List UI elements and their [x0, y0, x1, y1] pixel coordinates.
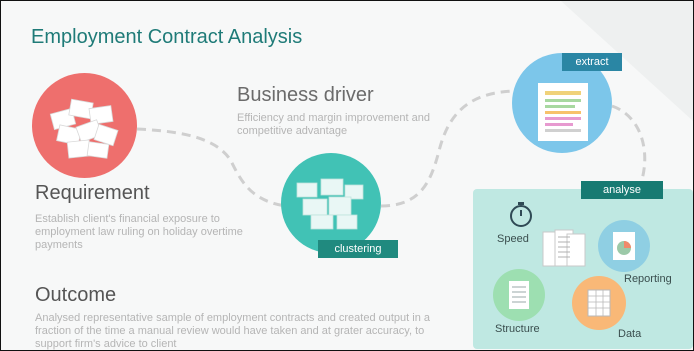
- documents-pile-icon: [49, 98, 119, 159]
- structure-circle: [493, 269, 545, 321]
- spreadsheet-icon: [587, 289, 611, 317]
- clustering-circle: [281, 153, 381, 253]
- document-stack-icon: [542, 229, 586, 267]
- structure-label: Structure: [495, 323, 540, 335]
- analyse-tag: analyse: [581, 181, 663, 199]
- boxes-stack-icon: [296, 178, 364, 230]
- extract-tag: extract: [562, 53, 622, 71]
- reporting-circle: [598, 220, 650, 272]
- data-circle: [572, 276, 626, 330]
- clustering-tag: clustering: [318, 240, 398, 258]
- outcome-heading: Outcome: [35, 284, 117, 306]
- business-driver-heading: Business driver: [237, 84, 374, 106]
- document-extract-icon: [538, 83, 588, 141]
- requirement-text: Establish client's financial exposure to…: [35, 213, 243, 251]
- data-label: Data: [618, 328, 642, 340]
- stopwatch-icon: [510, 202, 532, 227]
- business-driver-text: Efficiency and margin improvement and co…: [237, 112, 431, 137]
- document-lines-icon: [509, 281, 529, 309]
- reporting-label: Reporting: [624, 273, 672, 285]
- requirement-heading: Requirement: [35, 182, 150, 204]
- report-chart-icon: [613, 232, 635, 260]
- speed-label: Speed: [497, 233, 529, 245]
- outcome-text: Analysed representative sample of employ…: [35, 312, 431, 350]
- requirement-circle: [32, 73, 137, 178]
- page-title: Employment Contract Analysis: [31, 26, 303, 48]
